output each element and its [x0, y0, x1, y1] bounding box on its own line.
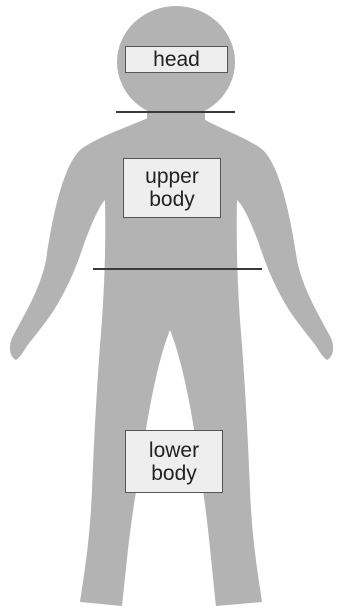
head-label: head	[125, 46, 228, 73]
upper-body-label: upper body	[123, 158, 221, 218]
lower-body-label: lower body	[125, 430, 223, 493]
